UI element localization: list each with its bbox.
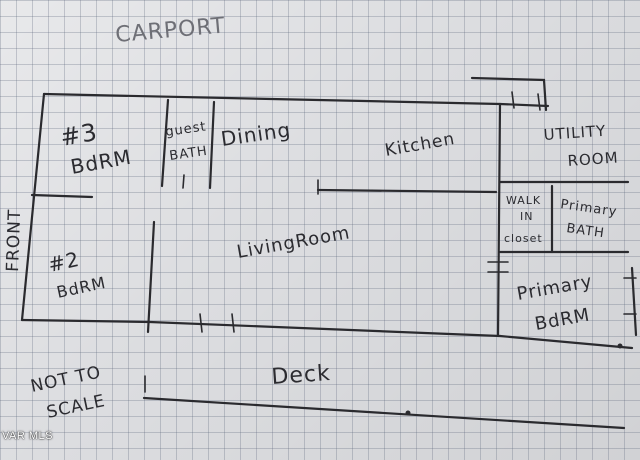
- corner-dot: [617, 343, 623, 349]
- bedroom-hall-wall: [146, 220, 156, 334]
- carport-label: CARPORT: [114, 13, 226, 48]
- walk-in-closet-label-line2: IN: [520, 210, 533, 223]
- walk-in-closet-label-line1: WALK: [506, 194, 541, 207]
- front-label: FRONT: [3, 208, 25, 272]
- dining-label: Dining: [219, 117, 292, 151]
- bedroom3-number: #3: [58, 118, 100, 152]
- kitchen-label: Kitchen: [383, 129, 456, 161]
- utility-top-wall: [498, 102, 550, 108]
- slider-mark-1: [199, 313, 203, 333]
- guest-bath-label-line1: guest: [164, 119, 207, 140]
- mls-watermark: VAR MLS: [2, 430, 53, 442]
- bedroom3-label: BdRM: [69, 145, 134, 179]
- utility-room-label-line2: ROOM: [567, 148, 619, 170]
- primary-bedroom-label-line2: BdRM: [533, 305, 592, 335]
- utility-bump: [470, 76, 548, 112]
- right-stub-wall: [630, 266, 638, 337]
- deck-post-dot: [405, 410, 411, 416]
- bottom-wall-living: [20, 318, 502, 338]
- interior-walls: [30, 91, 637, 338]
- top-wall: [42, 92, 502, 106]
- bedroom3-bedroom2-divider: [30, 193, 94, 199]
- primary-bath-label-line2: BATH: [565, 221, 605, 241]
- utility-left-wall: [496, 102, 502, 338]
- guest-bath-door: [182, 174, 185, 189]
- utility-room-label-line1: UTILITY: [543, 122, 607, 144]
- not-to-scale-line2: SCALE: [45, 391, 107, 423]
- primary-bedroom-label-line1: Primary: [515, 271, 594, 305]
- deck-label: Deck: [271, 361, 332, 390]
- guest-bath-left-wall: [160, 98, 170, 188]
- walk-in-closet-label-line3: closet: [504, 232, 543, 245]
- deck-front-line: [142, 396, 626, 430]
- kitchen-counter: [316, 188, 498, 194]
- primary-bath-label-line1: Primary: [559, 197, 618, 220]
- slider-mark-2: [231, 313, 235, 333]
- bottom-wall-primary: [498, 334, 634, 350]
- guest-bath-right-wall: [208, 100, 216, 190]
- guest-bath-label-line2: BATH: [168, 144, 208, 164]
- bedroom2-label: BdRM: [55, 273, 108, 302]
- utility-door-mark-2: [537, 93, 541, 111]
- utility-door-mark-1: [511, 91, 515, 109]
- bedroom2-number: #2: [46, 247, 82, 277]
- living-room-label: LivingRoom: [235, 222, 352, 263]
- left-wall: [20, 92, 46, 322]
- exterior-walls: [20, 76, 638, 350]
- deck-outline: [142, 343, 626, 430]
- not-to-scale-line1: NOT TO: [29, 362, 103, 396]
